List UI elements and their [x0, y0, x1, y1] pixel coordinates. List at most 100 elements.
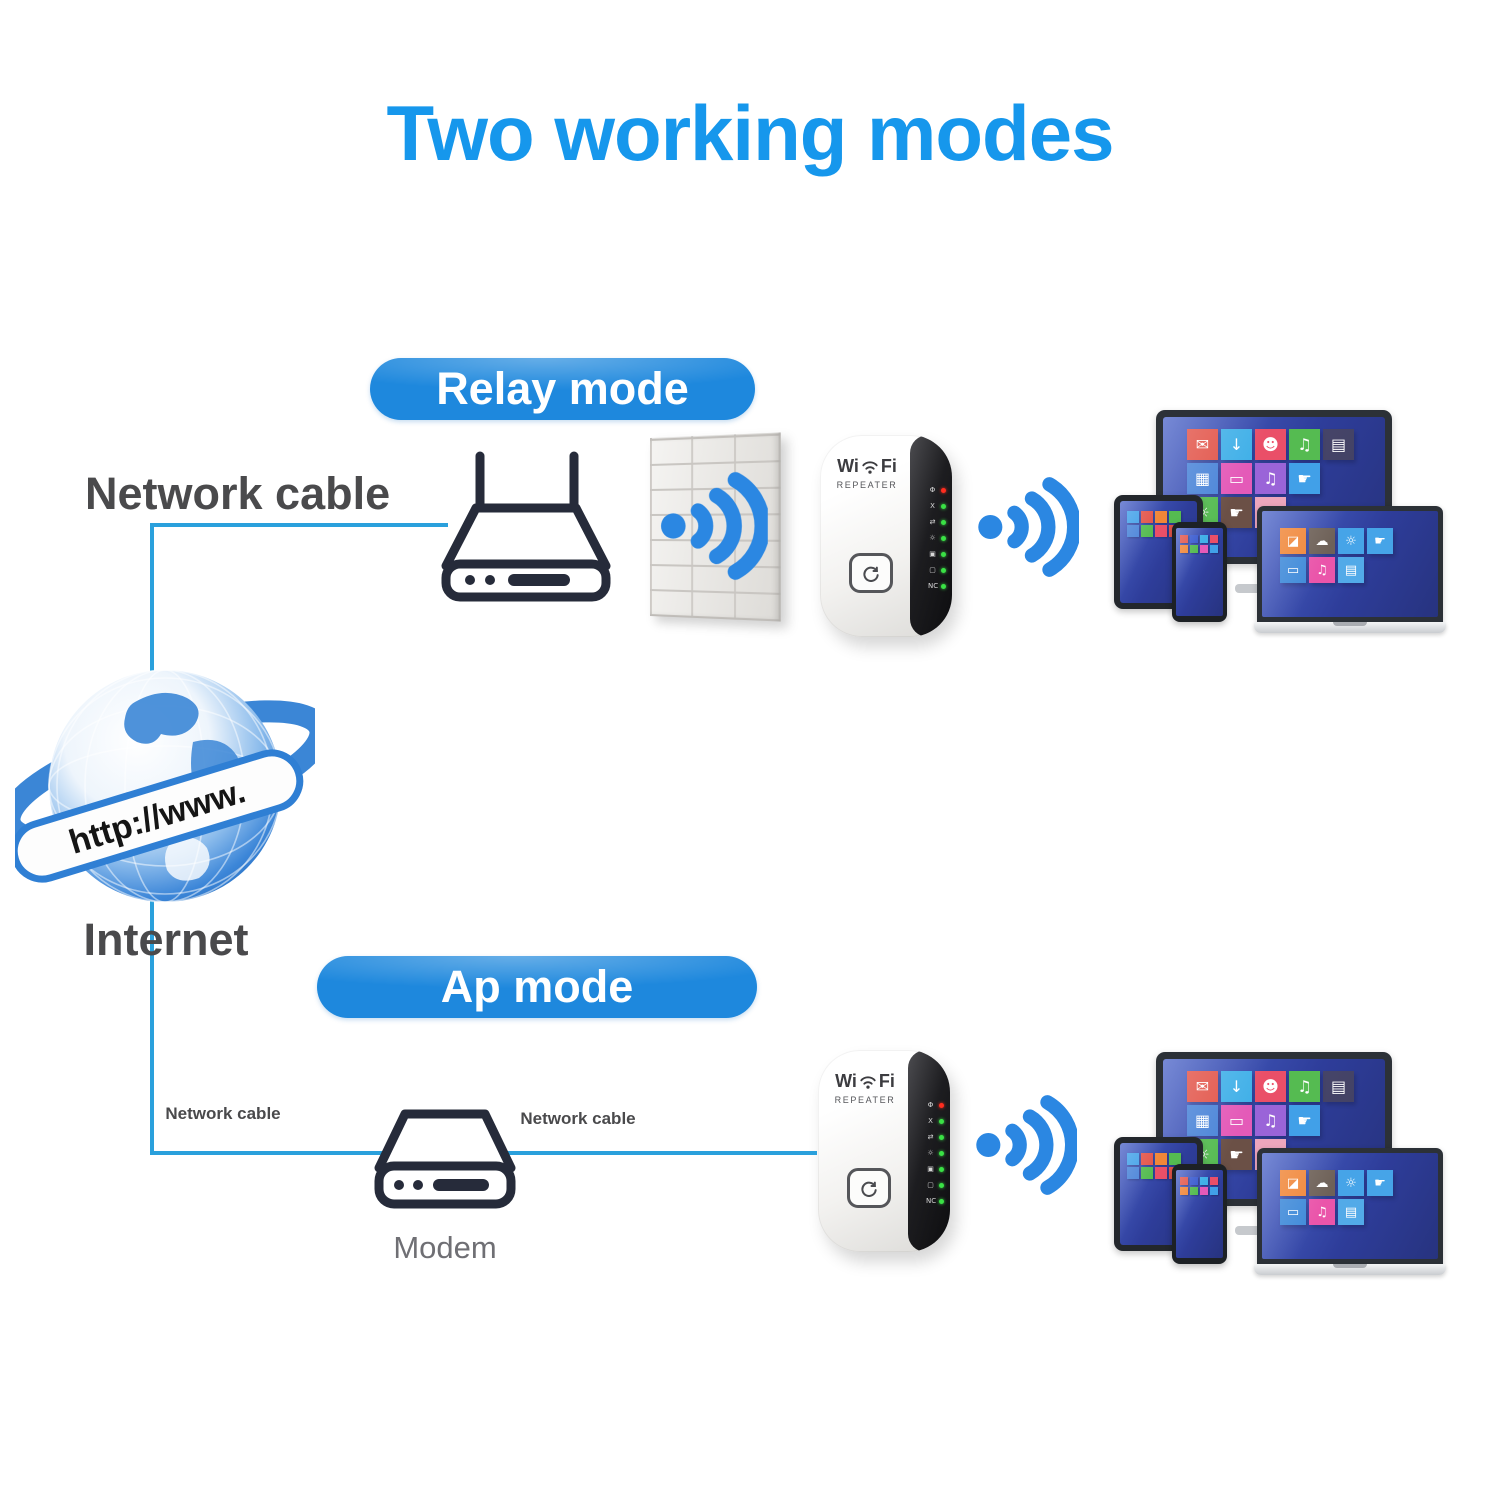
- network-cable-label-bottom-left: Network cable: [165, 1104, 281, 1123]
- led-dot: [939, 1167, 944, 1172]
- led-row: ▣: [928, 551, 946, 558]
- page-title: Two working modes: [386, 89, 1115, 177]
- led-icon: Φ: [929, 486, 936, 494]
- led-icon: ☼: [929, 534, 936, 542]
- led-icon: Φ: [927, 1101, 934, 1109]
- app-tile: ☻: [1255, 429, 1286, 460]
- tile-row: ▦▭♫☛: [1187, 1105, 1354, 1136]
- laptop-screen-frame: ◪☁☼☛ ▭♫▤: [1257, 1148, 1443, 1264]
- app-tile: ♫: [1255, 1105, 1286, 1136]
- led-row: ⇄: [926, 1134, 944, 1141]
- phone-tile-grid: [1180, 1177, 1218, 1195]
- app-tile: ✉: [1187, 1071, 1218, 1102]
- app-tile: [1141, 1167, 1153, 1179]
- app-tile: [1155, 1167, 1167, 1179]
- led-icon: NC: [928, 582, 939, 590]
- app-tile: [1155, 1153, 1167, 1165]
- app-tile: ☛: [1289, 463, 1320, 494]
- tile-row: ◪☁☼☛: [1280, 1170, 1393, 1196]
- led-row: ▢: [928, 567, 946, 574]
- app-tile: ☁: [1309, 1170, 1335, 1196]
- tile-row: [1180, 1177, 1218, 1185]
- ap-mode-label: Ap mode: [440, 961, 634, 1012]
- led-dot: [941, 552, 946, 557]
- led-dot: [941, 536, 946, 541]
- app-tile: [1190, 545, 1198, 553]
- relay-mode-label: Relay mode: [436, 363, 689, 414]
- led-icon: ▢: [929, 566, 936, 574]
- app-tile: ▦: [1187, 463, 1218, 494]
- led-icon: ▢: [927, 1181, 934, 1189]
- led-row: ▣: [926, 1166, 944, 1173]
- app-tile: ☼: [1338, 528, 1364, 554]
- ap-mode-badge: Ap mode: [317, 956, 757, 1018]
- wifi-logo-icon: [862, 461, 878, 474]
- app-tile: [1180, 1177, 1188, 1185]
- led-icon: Χ: [928, 1117, 933, 1125]
- led-dot: [939, 1135, 944, 1140]
- tile-row: ✉↓☻♫▤: [1187, 429, 1354, 460]
- app-tile: ◪: [1280, 1170, 1306, 1196]
- laptop-base: [1254, 622, 1446, 633]
- app-tile: [1210, 545, 1218, 553]
- brick-wall: [650, 432, 781, 622]
- brand-wi: Wi: [837, 456, 859, 476]
- wifi-logo-icon: [860, 1076, 876, 1089]
- wifi-signal-icon: [978, 477, 1079, 577]
- app-tile: ▤: [1323, 1071, 1354, 1102]
- app-tile: ✉: [1187, 429, 1218, 460]
- led-row: Φ: [926, 1102, 944, 1109]
- app-tile: [1210, 1187, 1218, 1195]
- tile-row: ▭♫▤: [1280, 1199, 1393, 1225]
- repeater-subtitle: REPEATER: [834, 1095, 896, 1105]
- tile-row: [1180, 545, 1218, 553]
- app-tile: ☛: [1221, 1139, 1252, 1170]
- app-tile: ◪: [1280, 528, 1306, 554]
- network-cable-label-bottom-right: Network cable: [520, 1109, 636, 1128]
- tile-row: [1127, 511, 1181, 523]
- led-row: ▢: [926, 1182, 944, 1189]
- led-row: NC: [928, 583, 946, 590]
- tile-row: [1127, 1153, 1181, 1165]
- app-tile: [1200, 1187, 1208, 1195]
- wps-arrows-icon: [863, 566, 879, 582]
- tile-row: [1180, 535, 1218, 543]
- app-tile: ▭: [1280, 557, 1306, 583]
- internet-label: Internet: [83, 914, 249, 965]
- repeater-subtitle: REPEATER: [836, 480, 898, 490]
- wifi-signal-icon: [661, 463, 768, 590]
- repeater-brand: Wi Fi: [826, 1072, 904, 1090]
- led-dot: [941, 504, 946, 509]
- led-icon: NC: [926, 1197, 937, 1205]
- app-tile: [1200, 1177, 1208, 1185]
- app-tile: ☁: [1309, 528, 1335, 554]
- led-dot: [941, 568, 946, 573]
- app-tile: [1210, 535, 1218, 543]
- phone-screen: [1176, 1170, 1223, 1258]
- app-tile: ♫: [1309, 1199, 1335, 1225]
- led-icon: ▣: [927, 1165, 934, 1173]
- app-tile: ♫: [1255, 463, 1286, 494]
- app-tile: [1155, 511, 1167, 523]
- app-tile: ☛: [1221, 497, 1252, 528]
- led-row: NC: [926, 1198, 944, 1205]
- app-tile: [1180, 1187, 1188, 1195]
- app-tile: [1190, 535, 1198, 543]
- laptop: ◪☁☼☛ ▭♫▤: [1254, 1148, 1446, 1275]
- tile-row: ◪☁☼☛: [1280, 528, 1393, 554]
- device-cluster-bottom: ✉↓☻♫▤▦▭♫☛☼☛↻ ◪☁☼☛▭♫▤: [1108, 1042, 1453, 1277]
- led-row: ☼: [928, 535, 946, 542]
- app-tile: ☛: [1367, 528, 1393, 554]
- app-tile: [1127, 1153, 1139, 1165]
- led-icon: Χ: [930, 502, 935, 510]
- app-tile: [1127, 1167, 1139, 1179]
- smartphone: [1172, 1164, 1227, 1264]
- laptop-screen-frame: ◪☁☼☛▭♫▤: [1257, 506, 1443, 622]
- phone-screen: [1176, 528, 1223, 616]
- smartphone: [1172, 522, 1227, 622]
- app-tile: ▭: [1221, 463, 1252, 494]
